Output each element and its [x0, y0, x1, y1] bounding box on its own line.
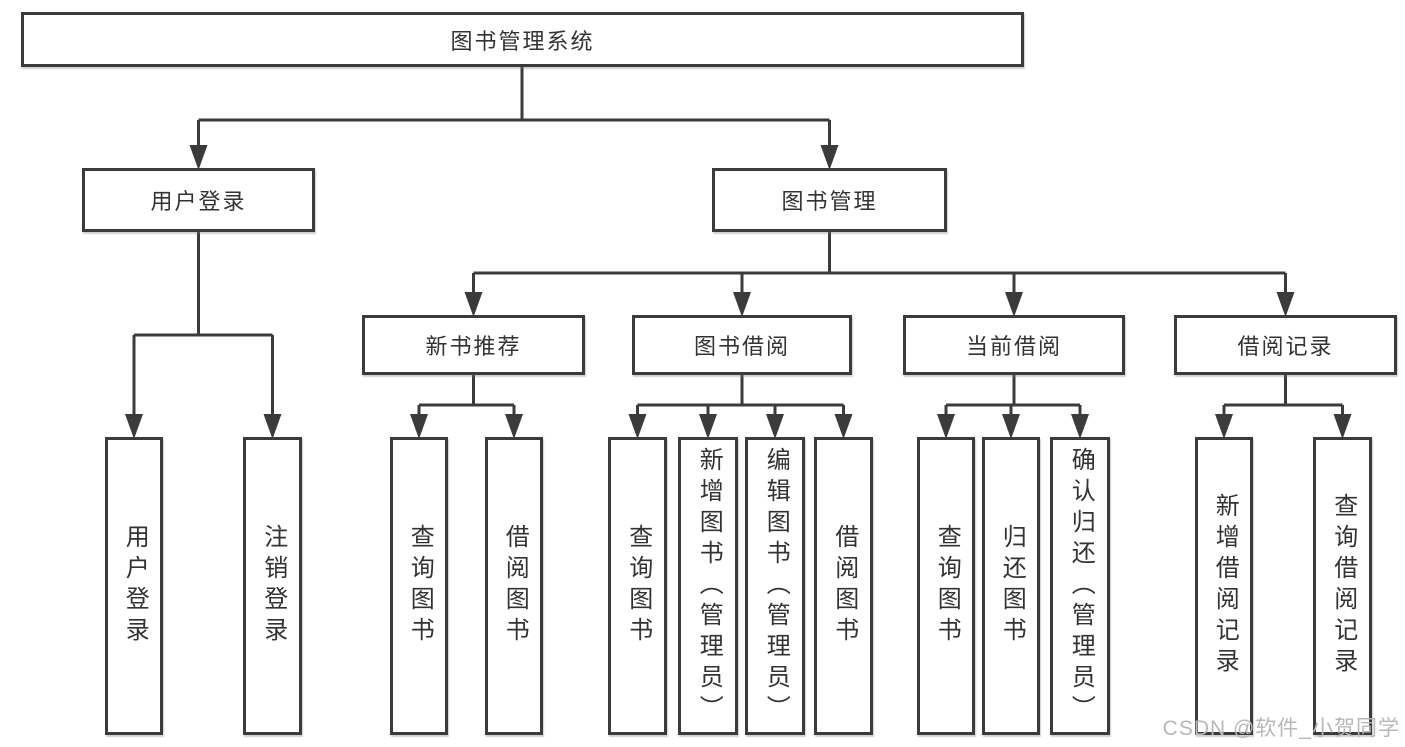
leaf-confirm-return-admin: 确认归还（管理员） — [1050, 437, 1110, 735]
leaf-logout: 注销登录 — [243, 437, 302, 735]
leaf-edit-book-admin: 编辑图书（管理员） — [745, 437, 805, 735]
leaf-query-books-2: 查询图书 — [608, 437, 667, 735]
leaf-borrow-books-1: 借阅图书 — [485, 437, 543, 735]
node-user-login: 用户登录 — [82, 168, 315, 232]
watermark: CSDN @软件_小贺同学 — [1162, 717, 1400, 740]
leaf-user-login: 用户登录 — [105, 437, 163, 735]
leaf-borrow-books-2: 借阅图书 — [814, 437, 873, 735]
leaf-query-books-1: 查询图书 — [390, 437, 448, 735]
node-new-book-recommend: 新书推荐 — [362, 315, 585, 375]
node-book-management: 图书管理 — [712, 168, 947, 232]
node-borrowing-records: 借阅记录 — [1174, 315, 1397, 375]
leaf-add-book-admin: 新增图书（管理员） — [678, 437, 738, 735]
node-library-management-system: 图书管理系统 — [21, 12, 1024, 67]
node-current-borrowing: 当前借阅 — [903, 315, 1125, 375]
leaf-query-books-3: 查询图书 — [917, 437, 975, 735]
leaf-return-books: 归还图书 — [982, 437, 1040, 735]
leaf-add-borrow-record: 新增借阅记录 — [1195, 437, 1253, 735]
node-book-borrowing: 图书借阅 — [632, 315, 852, 375]
leaf-query-borrow-record: 查询借阅记录 — [1313, 437, 1372, 735]
